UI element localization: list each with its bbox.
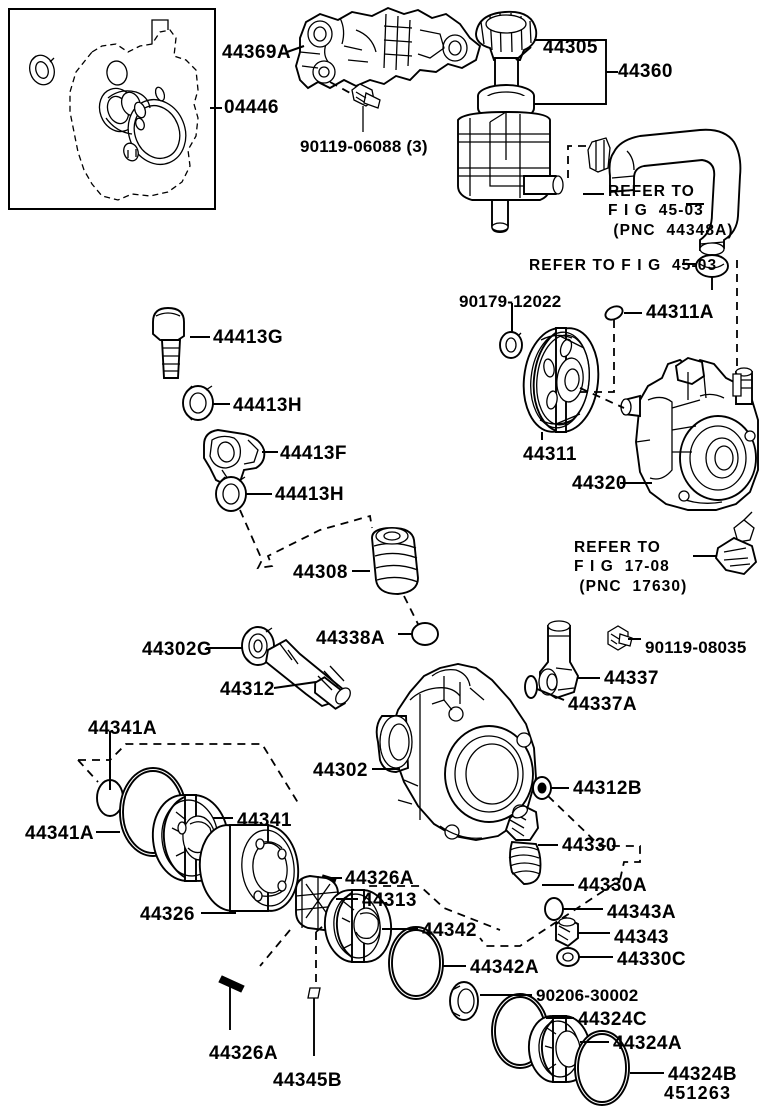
callout-90179-12022: 90179-12022 (459, 292, 562, 311)
callout-44341A-left: 44341A (25, 823, 94, 844)
hose-stub-fig-45-03 (696, 255, 728, 290)
callout-44324C: 44324C (578, 1009, 647, 1030)
pressure-switch-17630 (716, 512, 756, 574)
callout-44326A-upper: 44326A (345, 868, 414, 889)
washer-44330C (557, 948, 579, 966)
callout-44308: 44308 (293, 562, 348, 583)
pin-44345B (308, 988, 320, 1056)
callout-44326: 44326 (140, 904, 195, 925)
bushing-44413H-lower (216, 477, 246, 511)
callout-44342A: 44342A (470, 957, 539, 978)
callout-90119-08035: 90119-08035 (645, 638, 747, 657)
callout-90206-30002: 90206-30002 (536, 986, 639, 1005)
reference-note-fig-45-03: REFER TO F I G 45-03 (529, 257, 718, 274)
pump-bracket-44369A (296, 8, 480, 88)
callout-44338A: 44338A (316, 628, 385, 649)
callout-44413H-lower: 44413H (275, 484, 344, 505)
side-plate-44342 (321, 887, 394, 964)
pump-stud (733, 374, 741, 396)
pulley-44311 (519, 325, 604, 435)
o-ring-44311A (603, 304, 624, 322)
bearing-44302G (242, 627, 274, 665)
callout-44313: 44313 (362, 890, 417, 911)
spring-44330A (509, 842, 541, 884)
callout-44312B: 44312B (573, 778, 642, 799)
callout-44341: 44341 (237, 810, 292, 831)
callout-44302: 44302 (313, 760, 368, 781)
callout-44343: 44343 (614, 927, 669, 948)
vane-44326A-lower (219, 976, 244, 1030)
callout-44341A-top: 44341A (88, 718, 157, 739)
drive-shaft-44312 (266, 640, 353, 711)
callout-44337A: 44337A (568, 694, 637, 715)
o-ring-44337A (525, 676, 537, 698)
boot-44308 (372, 528, 418, 594)
callout-44413F: 44413F (280, 443, 347, 464)
reference-note-fig-17-08-17630: REFER TO F I G 17-08 (PNC 17630) (574, 539, 688, 595)
callout-44324B: 44324B (668, 1064, 737, 1085)
callout-44330C: 44330C (617, 949, 686, 970)
union-44337 (539, 621, 578, 698)
pump-body-44302 (377, 664, 536, 840)
o-ring-44343A (545, 898, 563, 920)
flow-control-valve-44330 (506, 804, 538, 840)
bushing-44413H-upper (183, 386, 213, 420)
kit-frame-box (8, 8, 216, 210)
gasket-kit-illustration (26, 20, 198, 200)
bolt-90119-08035 (608, 626, 632, 650)
callout-44337: 44337 (604, 668, 659, 689)
callout-44311A: 44311A (646, 302, 714, 323)
pump-housing-44320 (621, 358, 758, 510)
nut-90179-12022 (500, 332, 522, 358)
callout-44330A: 44330A (578, 875, 647, 896)
rotor-housing-44326 (196, 822, 303, 914)
hose-clamp (588, 138, 610, 172)
figure-number: 451263 (664, 1083, 732, 1103)
leader-lines (96, 46, 716, 1073)
callout-44312: 44312 (220, 679, 275, 700)
snap-ring-90206-30002 (450, 982, 478, 1020)
callout-44320: 44320 (572, 473, 627, 494)
reference-note-fig-45-03-44348a: REFER TO F I G 45-03 (PNC 44348A) (608, 183, 734, 239)
o-ring-44338A (412, 623, 438, 645)
callout-44326A-lower: 44326A (209, 1043, 278, 1064)
callout-44360: 44360 (618, 61, 673, 82)
washer-44312B (533, 777, 551, 799)
callout-44330: 44330 (562, 835, 617, 856)
callout-44302G: 44302G (142, 639, 213, 660)
bolt-90119-06088 (352, 84, 380, 108)
joint-44413F (204, 430, 264, 486)
return-hose-44348A (610, 130, 741, 255)
callout-44343A: 44343A (607, 902, 676, 923)
callout-44369A: 44369A (222, 42, 291, 63)
callout-44345B: 44345B (273, 1070, 342, 1091)
plug-44343 (556, 918, 578, 946)
callout-44305: 44305 (543, 37, 598, 58)
callout-44311: 44311 (523, 444, 577, 465)
callout-44342: 44342 (422, 920, 477, 941)
callout-44413G: 44413G (213, 327, 284, 348)
oil-seal-44324A (526, 1014, 593, 1084)
callout-44413H-upper: 44413H (233, 395, 302, 416)
reservoir-tank-44360 (458, 85, 563, 232)
callout-04446: 04446 (224, 97, 279, 118)
callout-90119-06088: 90119-06088 (3) (300, 137, 428, 156)
bolt-44413G (153, 308, 184, 378)
callout-44324A: 44324A (613, 1033, 682, 1054)
